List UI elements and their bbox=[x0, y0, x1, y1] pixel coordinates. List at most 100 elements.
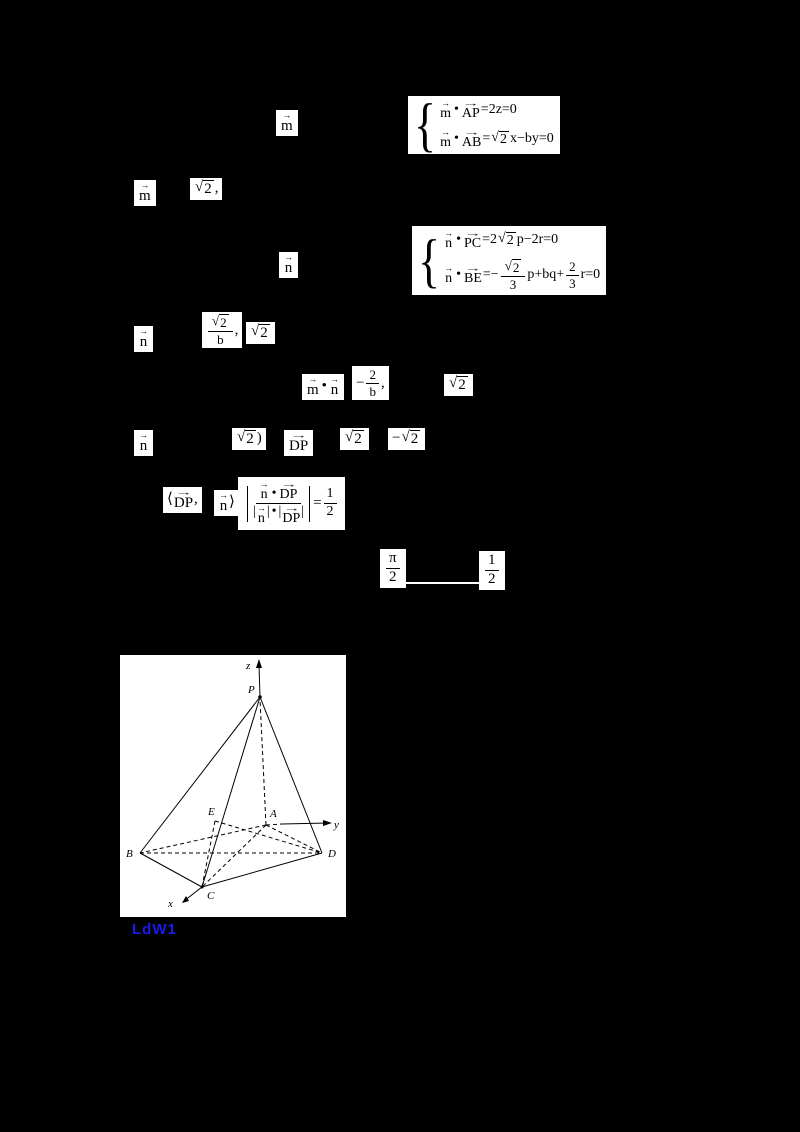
vector-arrow-icon: → bbox=[329, 374, 339, 384]
right-angle-bracket: ⟩ bbox=[229, 494, 235, 511]
vector-n: →n bbox=[444, 228, 454, 251]
vector-arrow-icon: → bbox=[279, 479, 298, 489]
abs-bar: | bbox=[253, 504, 256, 519]
vector-n: →n bbox=[259, 479, 269, 502]
vector-arrow-icon: → bbox=[282, 503, 300, 513]
fraction-sqrt2-over-b: √2 b bbox=[208, 314, 233, 346]
vector-be: →BE bbox=[464, 262, 482, 286]
sqrt-2: √2 bbox=[195, 179, 214, 197]
figure-label-z: z bbox=[245, 660, 251, 672]
figure-label-a: A bbox=[269, 808, 277, 820]
box-m-dot-n: →m • →n bbox=[302, 374, 344, 400]
vector-ap: →AP bbox=[461, 98, 480, 121]
absolute-value-bar bbox=[247, 485, 248, 522]
vector-arrow-icon: → bbox=[140, 180, 150, 190]
box-equation-system-1: { →m • →AP =2z=0 →m • →AB = √2 x−by=0 bbox=[408, 91, 560, 158]
figure-label-b: B bbox=[126, 848, 133, 860]
point-p-dot bbox=[258, 695, 262, 699]
box-vector-m-2: →m bbox=[134, 180, 156, 206]
sqrt-2: √2 bbox=[401, 429, 421, 447]
vector-m: →m bbox=[307, 374, 319, 398]
vector-arrow-icon: → bbox=[139, 326, 148, 336]
footer-label: LdW1 bbox=[132, 921, 177, 938]
box-vector-dp: →DP bbox=[284, 430, 314, 456]
sqrt-2: √2 bbox=[237, 429, 256, 447]
vector-arrow-icon: → bbox=[462, 98, 480, 108]
equation-text: p+bq+ bbox=[527, 267, 565, 283]
fraction-1-over-2: 1 2 bbox=[485, 552, 499, 588]
figure-label-c: C bbox=[207, 890, 215, 902]
sqrt-2: √2 bbox=[449, 375, 468, 393]
box-sqrt2-comma: √2 , bbox=[190, 178, 223, 200]
vector-arrow-icon: → bbox=[290, 430, 308, 440]
minus-sign: − bbox=[392, 430, 401, 447]
sqrt-2: √2 bbox=[345, 429, 364, 447]
dot-operator: • bbox=[453, 131, 459, 147]
figure-labels: z P E A B C D x y bbox=[126, 660, 339, 910]
vector-arrow-icon: → bbox=[441, 98, 451, 108]
box-sqrt2-paren: √2 ) bbox=[232, 428, 266, 450]
sqrt-2: √2 bbox=[504, 258, 522, 275]
vector-arrow-icon: → bbox=[259, 479, 269, 489]
sqrt-2: √2 bbox=[251, 323, 270, 341]
box-angle-n: →n ⟩ bbox=[214, 490, 239, 516]
answer-blank-underline bbox=[402, 582, 482, 584]
vector-n: →n bbox=[219, 490, 228, 514]
equation-text: x−by=0 bbox=[509, 131, 554, 147]
equation-text: =− bbox=[482, 267, 499, 283]
vector-m: → m bbox=[281, 110, 293, 134]
point-c-dot bbox=[200, 885, 204, 889]
vector-arrow-icon: → bbox=[464, 228, 482, 238]
radical-icon: √ bbox=[195, 179, 204, 195]
abs-bar: | bbox=[266, 504, 270, 519]
system-1-line-1: →m • →AP =2z=0 bbox=[439, 98, 554, 121]
system-1-lines: →m • →AP =2z=0 →m • →AB = √2 x−by=0 bbox=[439, 98, 554, 150]
fraction-ndp: →n • →DP | →n | • | →DP | bbox=[253, 479, 304, 526]
abs-bar: | bbox=[278, 504, 282, 519]
minus-sign: − bbox=[356, 374, 365, 391]
vector-dp: →DP bbox=[289, 430, 309, 454]
equation-text: =2 bbox=[482, 232, 498, 248]
brace-icon: { bbox=[418, 226, 441, 294]
comma: , bbox=[214, 180, 219, 197]
figure-label-p: P bbox=[247, 684, 255, 696]
sqrt-2: √2 bbox=[212, 313, 229, 330]
box-sqrt2-a: √2 bbox=[246, 322, 275, 344]
system-2-line-2: →n • →BE =− √2 3 p+bq+ 2 3 r=0 bbox=[443, 259, 600, 291]
radical-icon: √ bbox=[401, 429, 410, 445]
vector-arrow-icon: → bbox=[444, 262, 454, 273]
box-frac-1-2: 1 2 bbox=[479, 551, 505, 590]
vector-arrow-icon: → bbox=[174, 487, 193, 497]
radical-icon: √ bbox=[212, 313, 220, 328]
box-neg-sqrt2: − √2 bbox=[388, 428, 426, 450]
vector-n: →n bbox=[256, 503, 266, 526]
system-1-line-2: →m • →AB = √2 x−by=0 bbox=[439, 127, 554, 150]
vector-pc: →PC bbox=[464, 228, 482, 251]
box-sqrt2-b: √2 bbox=[444, 374, 473, 396]
vector-arrow-icon: → bbox=[444, 228, 454, 238]
box-vector-n-1: →n bbox=[279, 252, 298, 278]
vector-arrow-icon: → bbox=[464, 262, 482, 273]
fraction-2-over-b: 2 b bbox=[366, 368, 379, 398]
z-axis-arrowhead bbox=[256, 659, 262, 668]
figure-label-x: x bbox=[167, 898, 173, 910]
box-vector-n-3: →n bbox=[134, 430, 153, 456]
dot-operator: • bbox=[453, 102, 459, 118]
axis-arrowheads bbox=[182, 659, 332, 903]
box-angle-dp: ⟨ →DP , bbox=[163, 487, 202, 513]
brace-icon: { bbox=[414, 91, 437, 158]
vector-dp: →DP bbox=[279, 479, 298, 502]
dashed-edges bbox=[139, 698, 323, 888]
fraction-pi-over-2: π 2 bbox=[386, 550, 400, 586]
vector-letter: m bbox=[281, 118, 293, 134]
vector-arrow-icon: → bbox=[282, 110, 292, 120]
dot-operator: • bbox=[271, 486, 277, 502]
vector-arrow-icon: → bbox=[256, 503, 266, 513]
vector-arrow-icon: → bbox=[219, 490, 228, 500]
vector-n: →n bbox=[139, 326, 148, 350]
fraction-2-over-3: 2 3 bbox=[566, 260, 579, 290]
solid-edges bbox=[139, 664, 329, 902]
vector-arrow-icon: → bbox=[441, 127, 451, 137]
dot-operator: • bbox=[456, 232, 461, 248]
